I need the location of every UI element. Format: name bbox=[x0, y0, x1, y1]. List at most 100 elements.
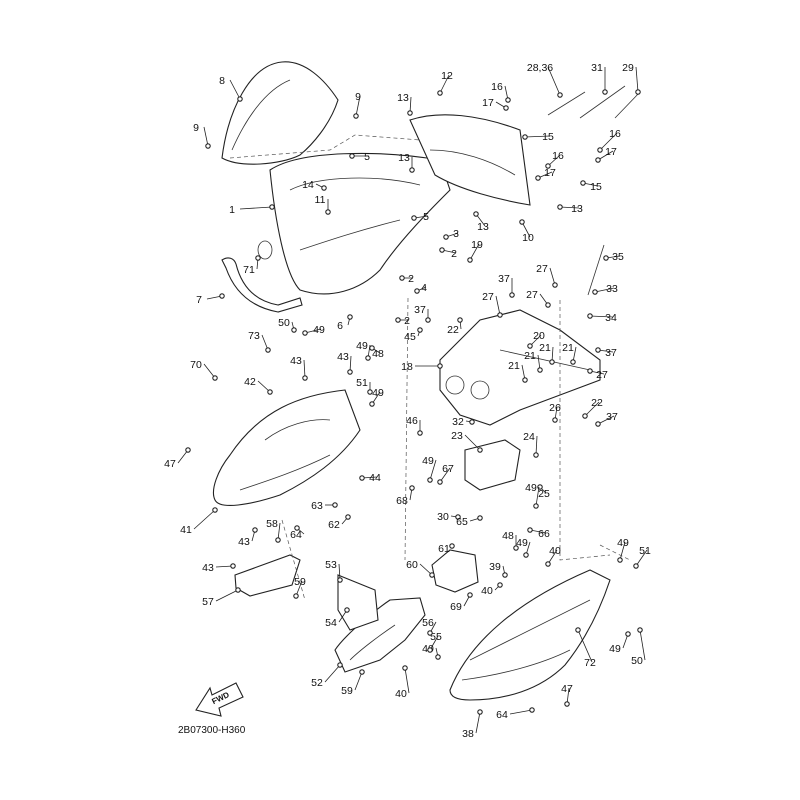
callout-c18[interactable]: 18 bbox=[401, 361, 443, 373]
callout-c71[interactable]: 71 bbox=[243, 255, 261, 276]
callout-c7[interactable]: 7 bbox=[196, 293, 225, 306]
callout-c54[interactable]: 54 bbox=[325, 607, 350, 629]
callout-c51b[interactable]: 51 bbox=[633, 545, 651, 569]
callout-c21c[interactable]: 21 bbox=[539, 342, 555, 365]
callout-c16a[interactable]: 16 bbox=[491, 81, 511, 103]
callout-c43c[interactable]: 43 bbox=[238, 527, 258, 548]
callout-c17a[interactable]: 17 bbox=[482, 97, 509, 111]
callout-c16b[interactable]: 16 bbox=[545, 150, 564, 169]
callout-c5b[interactable]: 5 bbox=[411, 211, 429, 223]
callout-c35[interactable]: 35 bbox=[603, 251, 624, 263]
callout-c57[interactable]: 57 bbox=[202, 587, 241, 608]
cowling-stay[interactable] bbox=[439, 309, 601, 426]
callout-c37a[interactable]: 37 bbox=[498, 273, 515, 298]
callout-c47a[interactable]: 47 bbox=[164, 447, 191, 470]
callout-c31[interactable]: 31 bbox=[591, 62, 608, 95]
upper-side-panel[interactable] bbox=[409, 114, 531, 206]
callout-c40c[interactable]: 40 bbox=[395, 665, 410, 700]
callout-c11[interactable]: 11 bbox=[315, 194, 331, 215]
callout-c27c[interactable]: 27 bbox=[526, 289, 551, 308]
callout-c10[interactable]: 10 bbox=[519, 219, 534, 244]
callout-c39[interactable]: 39 bbox=[489, 561, 508, 578]
callout-c37b[interactable]: 37 bbox=[595, 347, 617, 359]
callout-c25[interactable]: 25 bbox=[537, 484, 550, 500]
callout-c47b[interactable]: 47 bbox=[561, 683, 573, 707]
callout-c15a[interactable]: 15 bbox=[522, 131, 554, 143]
callout-c5a[interactable]: 5 bbox=[349, 151, 370, 163]
callout-c45[interactable]: 45 bbox=[404, 327, 423, 343]
callout-c21a[interactable]: 21 bbox=[508, 360, 528, 383]
callout-c27d[interactable]: 27 bbox=[587, 368, 608, 381]
callout-c62[interactable]: 62 bbox=[328, 514, 351, 531]
callout-c17c[interactable]: 17 bbox=[595, 146, 617, 163]
callout-c4[interactable]: 4 bbox=[414, 282, 427, 294]
callout-c9b[interactable]: 9 bbox=[193, 122, 211, 149]
callout-c49f[interactable]: 49 bbox=[617, 537, 629, 563]
callout-c42[interactable]: 42 bbox=[244, 376, 273, 395]
callout-c34[interactable]: 34 bbox=[587, 312, 617, 324]
callout-c44[interactable]: 44 bbox=[359, 472, 381, 484]
callout-c21d[interactable]: 21 bbox=[562, 342, 577, 365]
callout-c30[interactable]: 30 bbox=[437, 511, 461, 523]
cable-tie-b[interactable] bbox=[579, 85, 626, 119]
side-cowling-right[interactable] bbox=[449, 569, 611, 701]
long-bolt[interactable] bbox=[587, 244, 605, 296]
callout-c49a[interactable]: 49 bbox=[356, 340, 371, 361]
callout-c48b[interactable]: 48 bbox=[502, 530, 519, 551]
callout-c60[interactable]: 60 bbox=[406, 559, 435, 578]
callout-c13b[interactable]: 13 bbox=[398, 152, 415, 173]
callout-c26[interactable]: 26 bbox=[549, 402, 561, 423]
callout-c43a[interactable]: 43 bbox=[290, 355, 308, 381]
callout-c19[interactable]: 19 bbox=[467, 239, 483, 263]
callout-c17b[interactable]: 17 bbox=[535, 167, 556, 181]
callout-c3[interactable]: 3 bbox=[443, 228, 459, 240]
callout-c27b[interactable]: 27 bbox=[482, 291, 503, 318]
callout-c63[interactable]: 63 bbox=[311, 500, 338, 512]
callout-c56[interactable]: 56 bbox=[422, 617, 437, 636]
callout-c59b[interactable]: 59 bbox=[341, 669, 365, 697]
callout-c49d[interactable]: 49 bbox=[525, 482, 540, 509]
callout-c8[interactable]: 8 bbox=[219, 75, 243, 102]
windshield[interactable] bbox=[221, 61, 339, 165]
callout-c52[interactable]: 52 bbox=[311, 662, 343, 689]
callout-c70[interactable]: 70 bbox=[190, 359, 218, 381]
callout-c6[interactable]: 6 bbox=[337, 314, 353, 332]
callout-c50b[interactable]: 50 bbox=[631, 627, 646, 667]
callout-c66[interactable]: 66 bbox=[527, 527, 550, 540]
callout-c13a[interactable]: 13 bbox=[397, 92, 413, 116]
callout-c59a[interactable]: 59 bbox=[293, 576, 306, 599]
callout-c16c[interactable]: 16 bbox=[597, 128, 621, 153]
callout-c65[interactable]: 65 bbox=[456, 515, 483, 528]
callout-c24[interactable]: 24 bbox=[523, 431, 539, 458]
callout-c37d[interactable]: 37 bbox=[414, 304, 431, 323]
callout-c15b[interactable]: 15 bbox=[580, 180, 602, 193]
callout-c67[interactable]: 67 bbox=[437, 463, 454, 485]
callout-c21b[interactable]: 21 bbox=[524, 350, 543, 373]
callout-c2b[interactable]: 2 bbox=[399, 273, 414, 285]
callout-c2c[interactable]: 2 bbox=[395, 315, 410, 327]
callout-c23[interactable]: 23 bbox=[451, 430, 483, 453]
callout-c1[interactable]: 1 bbox=[229, 204, 275, 216]
mid-bracket[interactable] bbox=[431, 549, 479, 593]
callout-c49c[interactable]: 49 bbox=[422, 455, 437, 483]
callout-c2a[interactable]: 2 bbox=[439, 247, 457, 260]
callout-c68[interactable]: 68 bbox=[396, 485, 415, 507]
callout-c49e[interactable]: 49 bbox=[516, 537, 531, 558]
callout-c53[interactable]: 53 bbox=[325, 559, 343, 583]
callout-c29[interactable]: 29 bbox=[622, 62, 641, 95]
callout-c69[interactable]: 69 bbox=[450, 592, 473, 613]
callout-c40b[interactable]: 40 bbox=[481, 582, 503, 597]
under-cover-left[interactable] bbox=[234, 554, 301, 597]
inner-panel[interactable] bbox=[337, 574, 379, 631]
callout-c43b[interactable]: 43 bbox=[337, 351, 353, 375]
trim-strip[interactable] bbox=[221, 257, 303, 313]
bracket-plate[interactable] bbox=[464, 439, 521, 491]
callout-c22b[interactable]: 22 bbox=[582, 397, 603, 419]
callout-c48a[interactable]: 48 bbox=[369, 345, 384, 360]
callout-c12[interactable]: 12 bbox=[437, 70, 453, 96]
callout-c46[interactable]: 46 bbox=[406, 415, 423, 436]
callout-c13d[interactable]: 13 bbox=[557, 203, 583, 215]
callout-c73[interactable]: 73 bbox=[248, 330, 271, 353]
callout-c51a[interactable]: 51 bbox=[356, 377, 373, 395]
callout-c37c[interactable]: 37 bbox=[595, 411, 618, 427]
